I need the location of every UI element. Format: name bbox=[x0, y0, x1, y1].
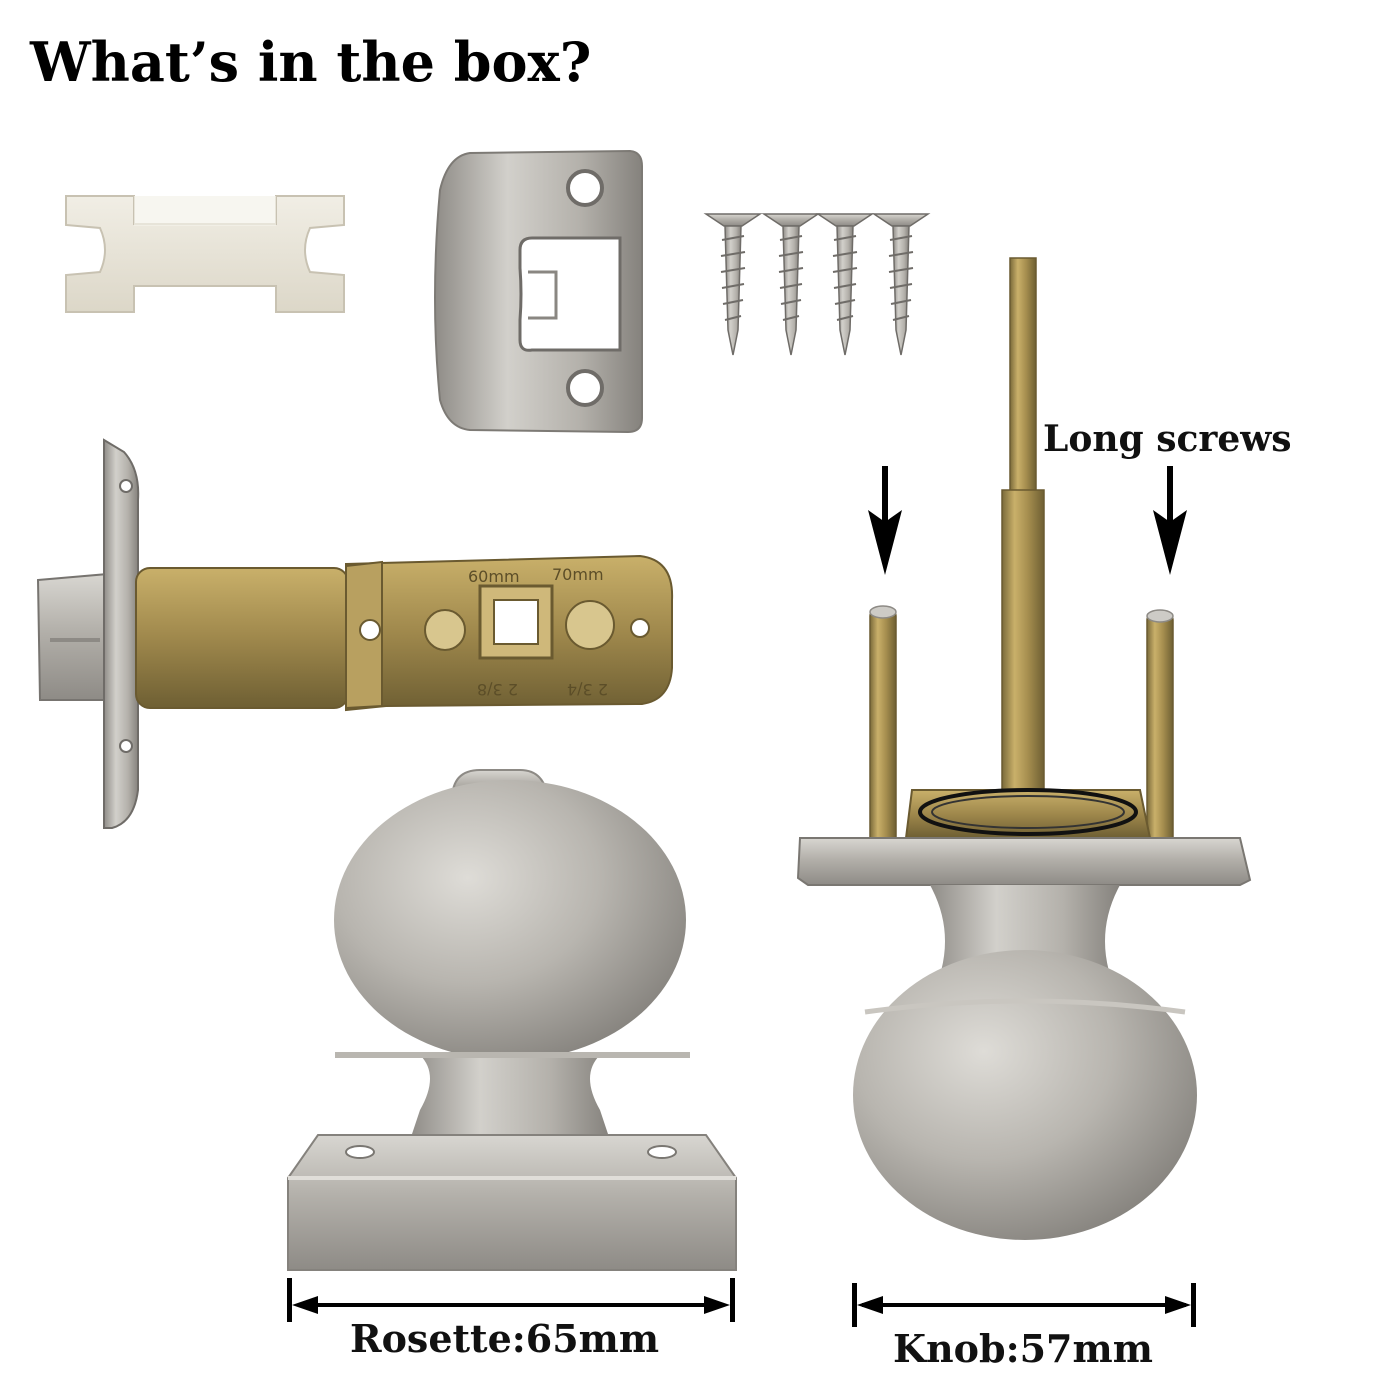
latch-bolt: 60mm 70mm 2 3/8 2 3/4 bbox=[36, 438, 674, 829]
wood-screw bbox=[815, 213, 875, 356]
wood-screw bbox=[703, 213, 763, 356]
latch-marking-2-3-8: 2 3/8 bbox=[477, 680, 518, 699]
knob-assembly bbox=[796, 257, 1252, 1240]
wood-screw bbox=[761, 213, 821, 356]
knob-size-label: Knob:57mm bbox=[893, 1326, 1153, 1371]
latch-marking-60mm: 60mm bbox=[468, 567, 520, 586]
latch-marking-70mm: 70mm bbox=[552, 565, 604, 584]
page-title: What’s in the box? bbox=[30, 30, 592, 94]
plastic-insert bbox=[65, 195, 345, 313]
strike-plate bbox=[434, 149, 643, 434]
latch-marking-2-3-4: 2 3/4 bbox=[567, 680, 608, 699]
long-screws-label: Long screws bbox=[1043, 418, 1292, 460]
rosette-knob bbox=[287, 769, 737, 1271]
rosette-dimension-line bbox=[287, 1278, 735, 1322]
rosette-size-label: Rosette:65mm bbox=[350, 1316, 660, 1361]
arrow-down-icon bbox=[1153, 466, 1187, 575]
wood-screw bbox=[871, 213, 931, 356]
knob-dimension-line bbox=[852, 1283, 1196, 1327]
arrow-down-icon bbox=[868, 466, 902, 575]
wood-screws bbox=[703, 213, 931, 356]
